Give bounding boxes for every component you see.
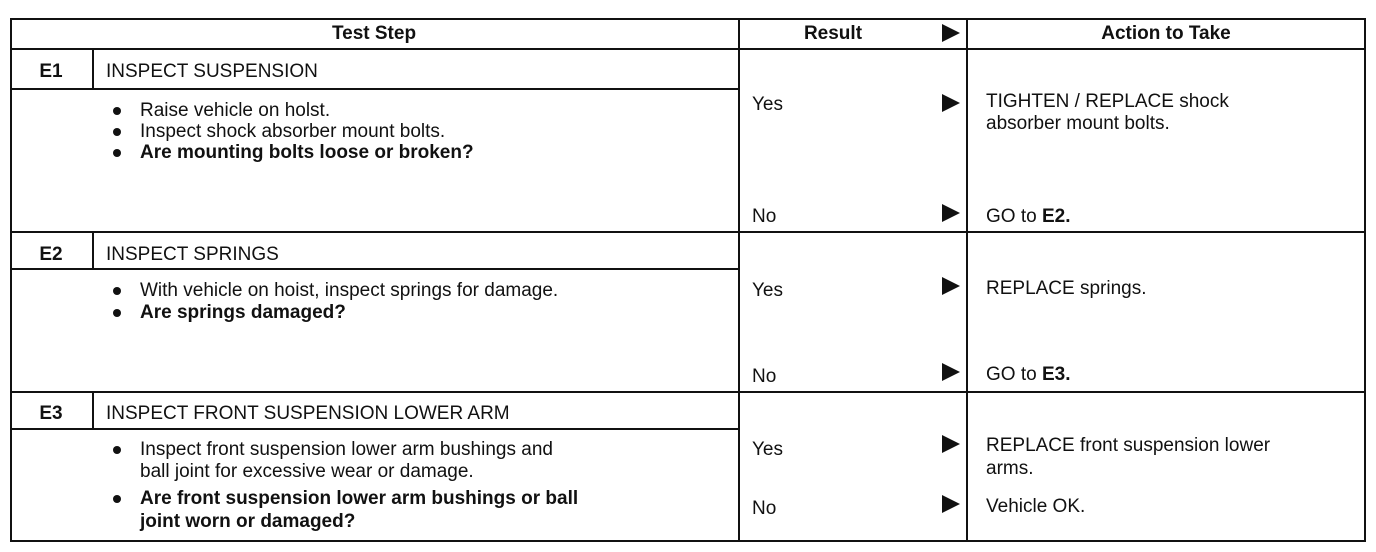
- e3-title-underline: [10, 428, 738, 430]
- bullet-icon: [113, 107, 121, 115]
- arrow-icon: [942, 277, 960, 295]
- action-text: REPLACE springs.: [986, 278, 1147, 299]
- action-text: absorber mount bolts.: [986, 113, 1170, 134]
- result-label: Yes: [752, 94, 783, 115]
- table-top-border: [10, 18, 1366, 20]
- header-arrow-icon: [942, 24, 960, 42]
- row-separator-e1: [10, 231, 1366, 233]
- e2-title-underline: [10, 268, 738, 270]
- step-instruction: Inspect front suspension lower arm bushi…: [140, 439, 553, 460]
- step-instruction: With vehicle on hoist, inspect springs f…: [140, 280, 559, 301]
- table-bottom-border: [10, 540, 1366, 542]
- row-separator-e2: [10, 391, 1366, 393]
- e2-id-divider: [92, 231, 94, 269]
- action-text: GO to E2.: [986, 206, 1071, 227]
- result-label: Yes: [752, 280, 783, 301]
- action-text: GO to E3.: [986, 364, 1071, 385]
- step-instruction: Inspect shock absorber mount bolts.: [140, 121, 446, 142]
- step-id: E3: [39, 403, 63, 424]
- step-question: Are mounting bolts loose or broken?: [140, 142, 474, 163]
- bullet-icon: [113, 287, 121, 295]
- arrow-icon: [942, 204, 960, 222]
- header-bottom-border: [10, 48, 1366, 50]
- step-instruction: ball joint for excessive wear or damage.: [140, 461, 474, 482]
- bullet-icon: [113, 309, 121, 317]
- result-label: No: [752, 206, 777, 227]
- arrow-icon: [942, 94, 960, 112]
- step-question: Are front suspension lower arm bushings …: [140, 488, 579, 509]
- bullet-icon: [113, 446, 121, 454]
- bullet-icon: [113, 128, 121, 136]
- arrow-icon: [942, 363, 960, 381]
- step-title: INSPECT SUSPENSION: [106, 61, 318, 82]
- e3-id-divider: [92, 391, 94, 429]
- step-title: INSPECT SPRINGS: [106, 244, 279, 265]
- e1-id-divider: [92, 48, 94, 89]
- action-text: Vehicle OK.: [986, 496, 1086, 517]
- bullet-icon: [113, 495, 121, 503]
- step-title: INSPECT FRONT SUSPENSION LOWER ARM: [106, 403, 510, 424]
- diagnostic-table: Test Step Result Action to Take E1 INSPE…: [10, 18, 1366, 542]
- step-instruction: Raise vehicle on holst.: [140, 100, 331, 121]
- bullet-icon: [113, 149, 121, 157]
- action-text: TIGHTEN / REPLACE shock: [986, 91, 1229, 112]
- step-id: E1: [39, 61, 63, 82]
- result-label: No: [752, 366, 777, 387]
- step-id: E2: [39, 244, 63, 265]
- step-question: joint worn or damaged?: [140, 511, 356, 532]
- arrow-icon: [942, 435, 960, 453]
- result-label: No: [752, 498, 777, 519]
- action-text: arms.: [986, 458, 1034, 479]
- e1-title-underline: [10, 88, 738, 90]
- result-column-left-border: [738, 18, 740, 542]
- arrow-icon: [942, 495, 960, 513]
- action-text: REPLACE front suspension lower: [986, 435, 1271, 456]
- step-question: Are springs damaged?: [140, 302, 346, 323]
- result-label: Yes: [752, 439, 783, 460]
- header-test-step: Test Step: [331, 23, 417, 44]
- header-result: Result: [803, 23, 863, 44]
- table-left-border: [10, 18, 12, 542]
- header-action: Action to Take: [1101, 23, 1231, 44]
- table-right-border: [1364, 18, 1366, 542]
- action-column-left-border: [966, 18, 968, 542]
